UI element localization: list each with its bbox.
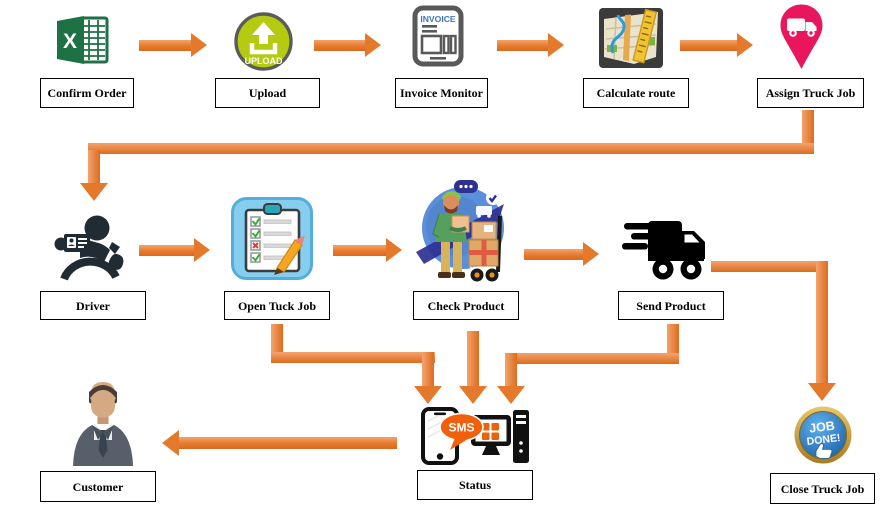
connector-check-status-v xyxy=(467,331,479,386)
label-status: Status xyxy=(417,470,533,500)
driver-icon xyxy=(52,210,130,288)
arrow-upload-to-invoice xyxy=(314,33,381,57)
arrowhead-check-to-status xyxy=(459,386,487,404)
arrowhead-send-to-status xyxy=(497,386,525,404)
arrow-driver-to-open xyxy=(139,238,210,262)
arrow-confirm-to-upload xyxy=(139,33,207,57)
job-done-text-top: JOB xyxy=(808,419,835,436)
clipboard-checklist-icon xyxy=(231,197,313,280)
arrow-invoice-to-route xyxy=(497,33,564,57)
label-customer: Customer xyxy=(40,471,156,502)
upload-icon-text: UPLOAD xyxy=(245,56,284,66)
warehouse-worker-icon xyxy=(412,176,514,286)
sms-text: SMS xyxy=(448,421,474,435)
label-send-product: Send Product xyxy=(618,291,724,320)
sms-bubble-icon: SMS xyxy=(438,412,485,452)
excel-letter: X xyxy=(63,30,77,53)
label-upload: Upload xyxy=(215,78,320,108)
job-done-text-bottom: DONE! xyxy=(806,432,841,448)
label-assign-truck-job: Assign Truck Job xyxy=(757,78,864,108)
label-check-product: Check Product xyxy=(413,291,519,320)
arrow-check-to-send xyxy=(524,242,599,266)
businessman-icon xyxy=(62,378,144,466)
delivery-truck-icon xyxy=(622,219,708,284)
arrow-status-to-customer xyxy=(162,429,397,456)
connector-assign-driver-v1 xyxy=(802,110,814,146)
label-open-tuck-job: Open Tuck Job xyxy=(224,291,330,320)
invoice-icon: INVOICE xyxy=(412,5,464,67)
invoice-icon-text: INVOICE xyxy=(420,14,456,24)
connector-open-status-h xyxy=(271,352,435,363)
arrowhead-open-to-status xyxy=(414,386,442,404)
connector-send-close-h xyxy=(711,261,828,272)
job-done-badge-icon: JOB DONE! xyxy=(793,405,853,465)
arrowhead-to-driver xyxy=(80,183,108,201)
label-invoice-monitor: Invoice Monitor xyxy=(395,78,488,108)
connector-send-close-v xyxy=(816,261,828,383)
arrow-route-to-assign xyxy=(680,33,753,57)
connector-open-status-v2 xyxy=(422,352,434,386)
arrowhead-to-close-truck-job xyxy=(808,383,836,401)
connector-send-status-v2 xyxy=(505,353,517,386)
label-calculate-route: Calculate route xyxy=(583,78,689,108)
label-confirm-order: Confirm Order xyxy=(40,78,134,108)
arrow-open-to-check xyxy=(333,238,402,262)
label-driver: Driver xyxy=(40,291,146,320)
excel-icon: X xyxy=(55,12,109,68)
truck-pin-icon xyxy=(776,3,827,72)
computer-icon xyxy=(471,410,529,468)
connector-assign-driver-v2 xyxy=(88,150,100,183)
label-close-truck-job: Close Truck Job xyxy=(770,473,875,504)
connector-send-status-h xyxy=(511,353,679,364)
connector-assign-driver-h xyxy=(88,143,814,154)
map-route-icon xyxy=(598,7,664,69)
upload-icon: UPLOAD xyxy=(233,11,294,72)
